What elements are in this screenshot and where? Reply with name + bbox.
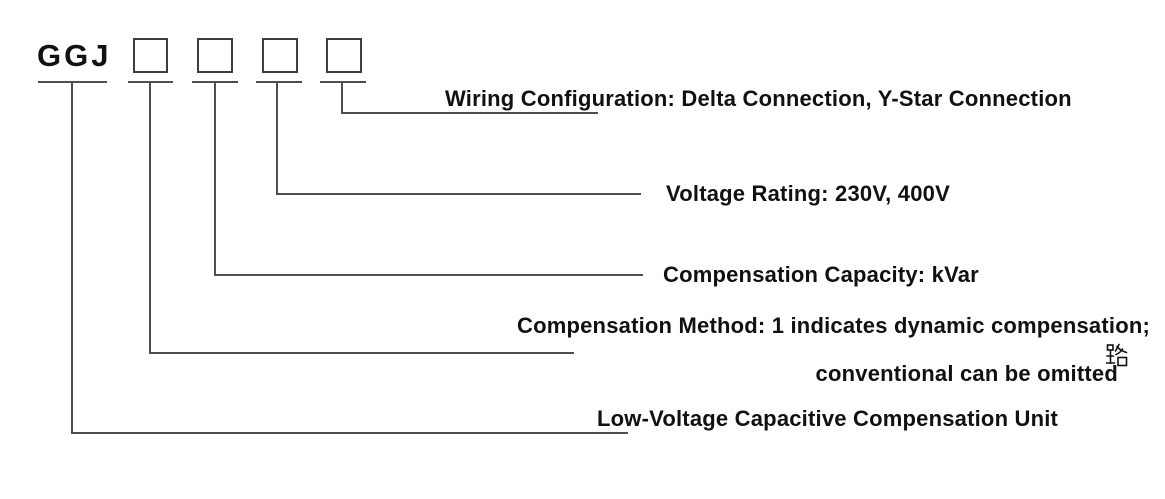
underline-box-4 [320, 81, 366, 83]
stray-cjk-character [1106, 343, 1128, 369]
leader-wiring-horizontal [341, 112, 598, 114]
leader-voltage-vertical [276, 82, 278, 195]
leader-product-horizontal [71, 432, 628, 434]
label-wiring-configuration: Wiring Configuration: Delta Connection, … [445, 86, 1072, 111]
leader-wiring-vertical [341, 82, 343, 114]
underline-box-3 [256, 81, 302, 83]
label-voltage-rating: Voltage Rating: 230V, 400V [666, 181, 950, 206]
leader-capacity-vertical [214, 82, 216, 276]
leader-product-vertical [71, 82, 73, 434]
label-compensation-method-line1: Compensation Method: 1 indicates dynamic… [517, 313, 1150, 338]
label-compensation-method-line2-text: conventional can be omitted [815, 361, 1118, 386]
code-box-1 [133, 38, 168, 73]
label-low-voltage-unit: Low-Voltage Capacitive Compensation Unit [597, 406, 1059, 431]
code-box-4 [326, 38, 362, 73]
leader-voltage-horizontal [276, 193, 641, 195]
code-box-2 [197, 38, 233, 73]
code-box-3 [262, 38, 298, 73]
model-prefix-text: GGJ [37, 38, 112, 73]
label-compensation-method-line2: conventional can be omitted [815, 343, 1128, 387]
leader-method-horizontal [149, 352, 574, 354]
leader-method-vertical [149, 82, 151, 354]
label-compensation-capacity: Compensation Capacity: kVar [663, 262, 979, 287]
leader-capacity-horizontal [214, 274, 643, 276]
